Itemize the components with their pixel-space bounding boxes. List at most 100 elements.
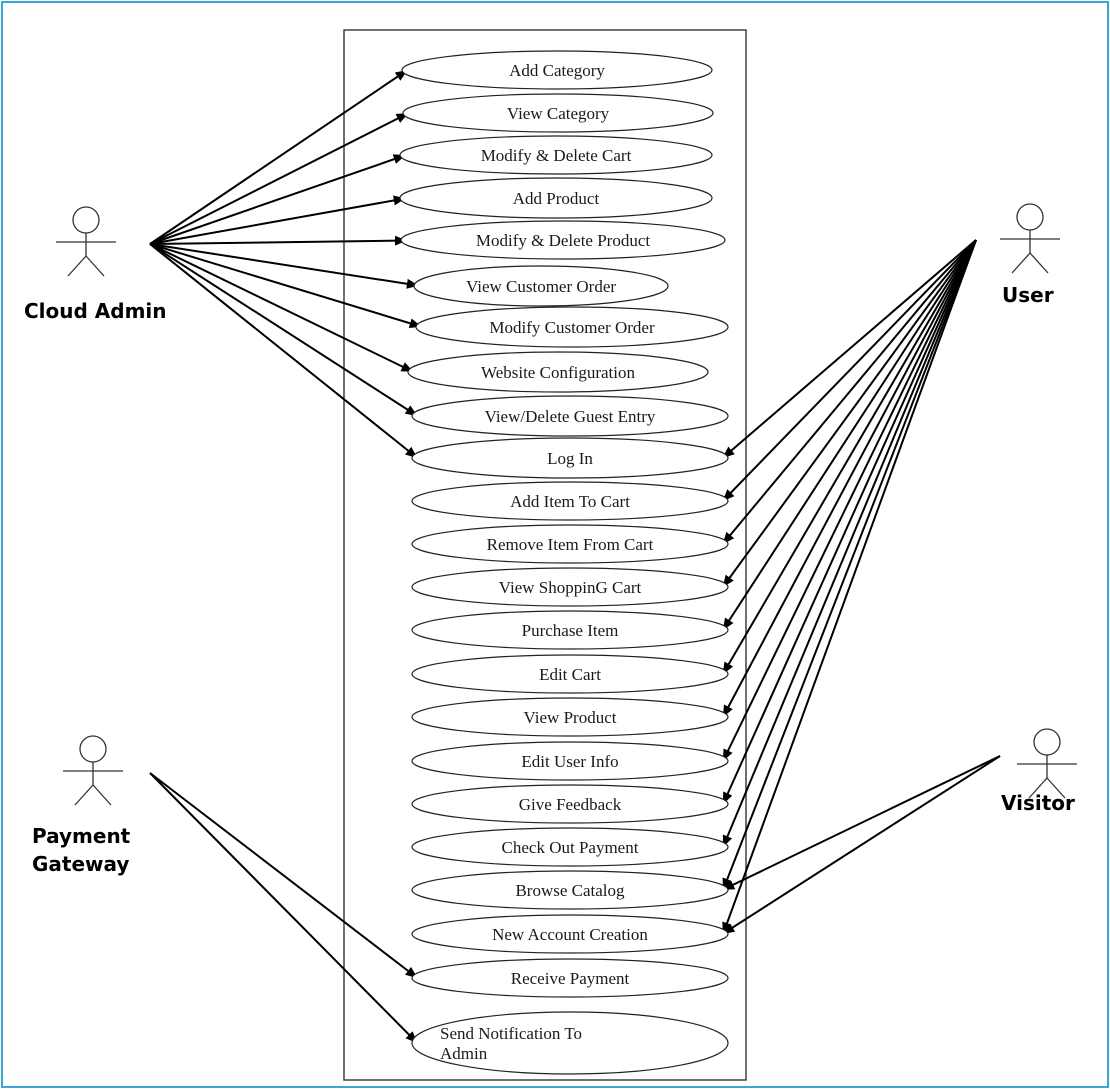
- association-user-give-feedback: [722, 239, 977, 805]
- use-case-edit-user-info: Edit User Info: [411, 741, 729, 781]
- association-cloud-admin-modify-delete-cart: [149, 154, 406, 245]
- use-case-label: Purchase Item: [522, 621, 619, 640]
- actor-visitor: Visitor: [1001, 728, 1077, 815]
- association-cloud-admin-modify-customer-order: [149, 243, 422, 329]
- use-case-ellipse: [411, 697, 729, 737]
- use-case-ellipse: [413, 265, 669, 307]
- use-case-label: New Account Creation: [492, 925, 648, 944]
- association-lines: [149, 69, 1001, 1044]
- use-case-label: Receive Payment: [511, 969, 630, 988]
- stick-figure-icon: [1000, 203, 1060, 274]
- stick-figure-icon: [1017, 728, 1077, 799]
- use-case-ellipse: [411, 958, 729, 998]
- use-case-label: Modify Customer Order: [489, 318, 655, 337]
- association-user-browse-catalog: [722, 239, 977, 891]
- use-case-ellipse: [399, 135, 713, 175]
- use-case-label: View Product: [524, 708, 617, 727]
- use-case-ellipse: [401, 50, 713, 90]
- actor-label: Payment: [32, 824, 131, 848]
- use-case-ellipse: [411, 1011, 729, 1075]
- use-case-label: Admin: [440, 1044, 488, 1063]
- association-cloud-admin-view-category: [149, 112, 409, 245]
- use-case-ellipse: [411, 524, 729, 564]
- association-user-edit-cart: [722, 239, 977, 675]
- use-case-ellipse: [411, 437, 729, 479]
- use-case-receive-payment: Receive Payment: [411, 958, 729, 998]
- use-case-ellipse: [411, 914, 729, 954]
- use-case-view-delete-guest-entry: View/Delete Guest Entry: [411, 395, 729, 437]
- association-user-add-item-to-cart: [722, 239, 977, 502]
- use-case-add-product: Add Product: [399, 177, 713, 219]
- association-user-remove-item-from-cart: [722, 239, 977, 545]
- association-cloud-admin-website-configuration: [149, 243, 414, 373]
- use-case-ellipse: [415, 306, 729, 348]
- use-case-label: Add Category: [509, 61, 605, 80]
- use-case-ellipse: [411, 827, 729, 867]
- use-case-ellipse: [411, 784, 729, 824]
- use-case-ellipse: [411, 481, 729, 521]
- use-case-label: View Customer Order: [466, 277, 616, 296]
- use-case-modify-customer-order: Modify Customer Order: [415, 306, 729, 348]
- actor-label: Cloud Admin: [24, 299, 167, 323]
- use-case-label: Add Item To Cart: [510, 492, 630, 511]
- association-user-edit-user-info: [722, 239, 977, 762]
- use-case-label: Modify & Delete Cart: [481, 146, 632, 165]
- use-case-ellipse: [411, 870, 729, 910]
- use-case-add-category: Add Category: [401, 50, 713, 90]
- association-payment-gateway-send-notification-to-admin: [149, 772, 418, 1044]
- association-user-log-in: [722, 239, 977, 459]
- use-case-label: Modify & Delete Product: [476, 231, 650, 250]
- association-visitor-browse-catalog: [722, 755, 1001, 891]
- use-case-website-configuration: Website Configuration: [407, 351, 709, 393]
- association-cloud-admin-log-in: [149, 243, 418, 459]
- use-case-label: Edit User Info: [521, 752, 618, 771]
- use-case-ellipse: [411, 395, 729, 437]
- actor-label: Gateway: [32, 852, 129, 876]
- association-user-purchase-item: [722, 239, 977, 631]
- use-case-remove-item-from-cart: Remove Item From Cart: [411, 524, 729, 564]
- use-case-view-customer-order: View Customer Order: [413, 265, 669, 307]
- use-case-check-out-payment: Check Out Payment: [411, 827, 729, 867]
- association-payment-gateway-receive-payment: [149, 772, 418, 979]
- use-case-label: Give Feedback: [519, 795, 622, 814]
- association-user-view-product: [722, 239, 977, 718]
- actor-user: User: [1000, 203, 1060, 307]
- use-case-give-feedback: Give Feedback: [411, 784, 729, 824]
- association-user-check-out-payment: [722, 239, 977, 848]
- use-case-label: Browse Catalog: [515, 881, 625, 900]
- use-case-label: Website Configuration: [481, 363, 635, 382]
- association-cloud-admin-view-delete-guest-entry: [149, 243, 418, 417]
- use-case-ellipse: [411, 610, 729, 650]
- use-case-view-shopping-cart: View ShoppinG Cart: [411, 567, 729, 607]
- use-case-label: Log In: [547, 449, 593, 468]
- association-cloud-admin-view-customer-order: [149, 243, 419, 289]
- use-case-label: Check Out Payment: [502, 838, 639, 857]
- use-case-view-product: View Product: [411, 697, 729, 737]
- use-case-label: Edit Cart: [539, 665, 601, 684]
- use-case-purchase-item: Purchase Item: [411, 610, 729, 650]
- use-case-label: View ShoppinG Cart: [499, 578, 642, 597]
- use-case-view-category: View Category: [402, 93, 714, 133]
- actor-cloud-admin: Cloud Admin: [24, 206, 167, 323]
- use-case-label: View/Delete Guest Entry: [485, 407, 656, 426]
- use-case-browse-catalog: Browse Catalog: [411, 870, 729, 910]
- use-case-label: View Category: [507, 104, 610, 123]
- use-case-log-in: Log In: [411, 437, 729, 479]
- use-case-edit-cart: Edit Cart: [411, 654, 729, 694]
- use-case-ellipse: [402, 93, 714, 133]
- association-user-new-account-creation: [722, 239, 977, 935]
- use-case-modify-delete-product: Modify & Delete Product: [400, 220, 726, 260]
- use-case-label: Add Product: [513, 189, 600, 208]
- actor-label: Visitor: [1001, 791, 1075, 815]
- use-case-ellipse: [411, 567, 729, 607]
- use-case-modify-delete-cart: Modify & Delete Cart: [399, 135, 713, 175]
- use-case-label: Remove Item From Cart: [487, 535, 654, 554]
- association-cloud-admin-modify-delete-product: [149, 235, 407, 246]
- use-case-add-item-to-cart: Add Item To Cart: [411, 481, 729, 521]
